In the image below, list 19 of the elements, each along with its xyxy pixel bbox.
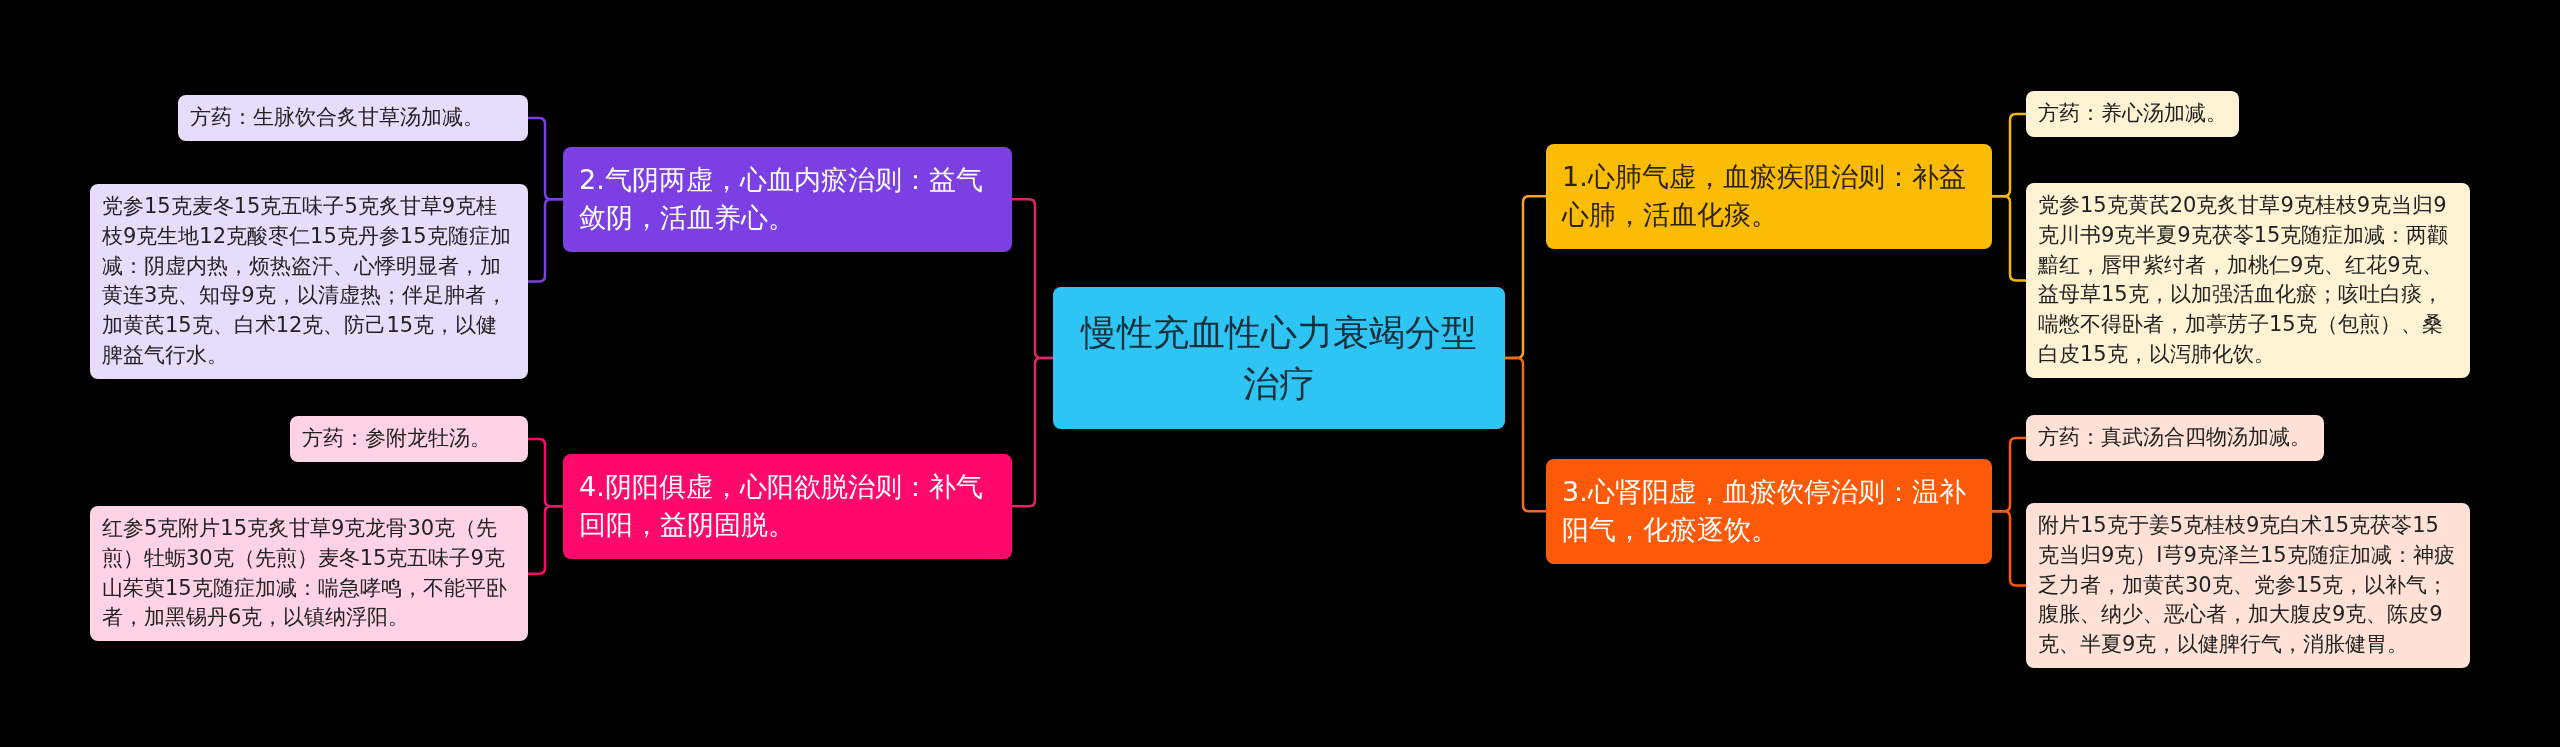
connector [528, 198, 563, 283]
connector [1505, 356, 1546, 513]
leaf-note: 方药：参附龙牡汤。 [290, 416, 528, 462]
branch-topic: 2.气阴两虚，心血内瘀治则：益气敛阴，活血养心。 [563, 147, 1012, 252]
connector [1992, 510, 2026, 587]
leaf-note: 方药：生脉饮合炙甘草汤加减。 [178, 95, 528, 141]
branch-topic: 4.阴阳俱虚，心阳欲脱治则：补气回阳，益阴固脱。 [563, 454, 1012, 559]
branch-topic: 3.心肾阳虚，血瘀饮停治则：温补阳气，化瘀逐饮。 [1546, 459, 1992, 564]
connector [1992, 195, 2026, 282]
connector [528, 505, 563, 575]
branch-topic: 1.心肺气虚，血瘀疾阻治则：补益心肺，活血化痰。 [1546, 144, 1992, 249]
leaf-note: 党参15克黄芪20克炙甘草9克桂枝9克当归9克川书9克半夏9克茯苓15克随症加减：两颧黯红，唇甲紫纣者，加桃仁9克、红花9克、益母草15克，以加强活血化瘀；咳吐白痰，喘憋不得卧者，加葶苈子15克（包煎）、桑白皮15克，以泻肺化饮。 [2026, 183, 2470, 378]
leaf-note: 党参15克麦冬15克五味子5克炙甘草9克桂枝9克生地12克酸枣仁15克丹参15克随症加减：阴虚内热，烦热盗汗、心悸明显者，加黄连3克、知母9克，以清虚热；伴足肿者，加黄芪15克、白术12克、防己15克，以健脾益气行水。 [90, 184, 528, 379]
leaf-note: 附片15克于姜5克桂枝9克白术15克茯苓15克当归9克）I芎9克泽兰15克随症加减：神疲乏力者，加黄芪30克、党参15克，以补气；腹胀、纳少、恶心者，加大腹皮9克、陈皮9克、半夏9克，以健脾行气，消胀健胃。 [2026, 503, 2470, 669]
central-topic: 慢性充血性心力衰竭分型治疗 [1053, 287, 1505, 430]
leaf-note: 红参5克附片15克炙甘草9克龙骨30克（先煎）牡蛎30克（先煎）麦冬15克五味子9克山茱萸15克随症加减：喘急哮鸣，不能平卧者，加黑锡丹6克，以镇纳浮阳。 [90, 506, 528, 642]
connector [1012, 356, 1053, 508]
leaf-note: 方药：养心汤加减。 [2026, 91, 2239, 137]
leaf-note: 方药：真武汤合四物汤加减。 [2026, 415, 2324, 461]
